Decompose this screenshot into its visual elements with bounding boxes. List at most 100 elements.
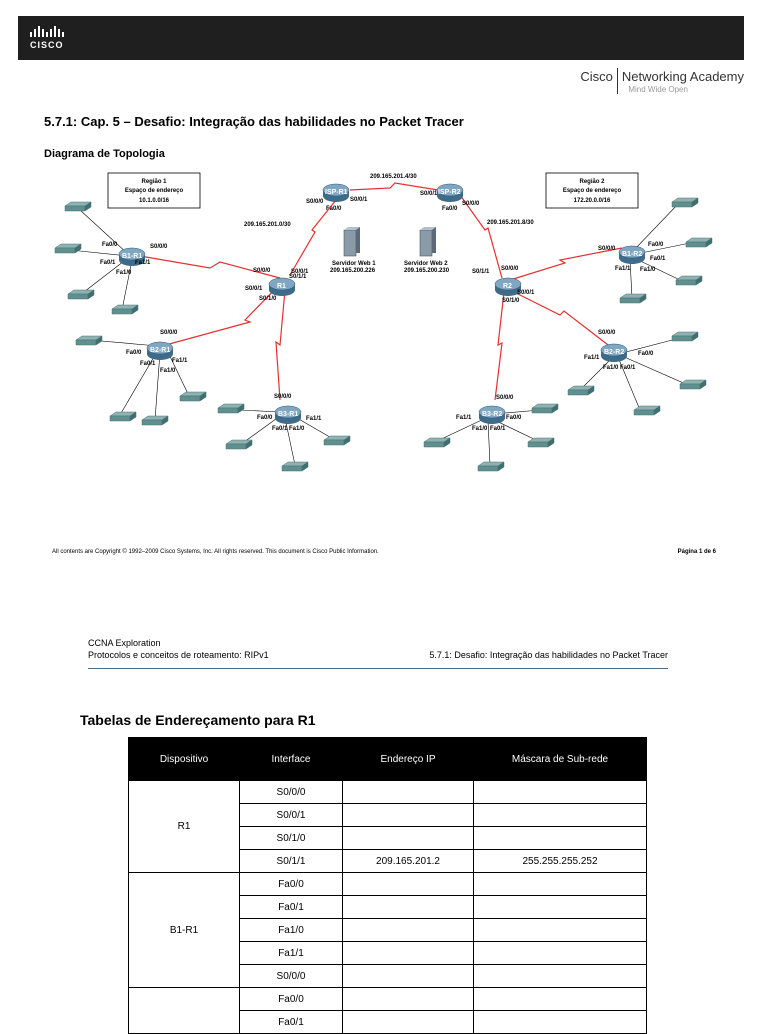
interface-cell: Fa1/0 xyxy=(239,918,343,942)
column-header-device: Dispositivo xyxy=(128,737,240,781)
svg-text:S0/0/0: S0/0/0 xyxy=(160,330,178,336)
subnet-mask-cell xyxy=(473,964,647,988)
ip-address-cell xyxy=(342,826,474,850)
interface-cell: S0/0/0 xyxy=(239,964,343,988)
svg-text:Fa0/0: Fa0/0 xyxy=(126,350,142,356)
svg-text:S0/0/0: S0/0/0 xyxy=(496,395,514,401)
svg-text:Fa0/0: Fa0/0 xyxy=(648,242,664,248)
svg-text:S0/0/0: S0/0/0 xyxy=(501,266,519,272)
topology-diagram: ISP-R1 ISP-R2 R1 R2 B1-R1 B2-R1 B3-R1 B1… xyxy=(54,172,713,472)
svg-text:S0/0/0: S0/0/0 xyxy=(150,244,168,250)
router-r1: R1 xyxy=(268,277,296,297)
copyright-notice: All contents are Copyright © 1992–2009 C… xyxy=(52,549,379,555)
svg-text:Fa1/0: Fa1/0 xyxy=(160,368,176,374)
router-label: R1 xyxy=(277,283,286,290)
ip-address-cell xyxy=(342,1010,474,1034)
svg-text:10.1.0.0/16: 10.1.0.0/16 xyxy=(139,198,170,204)
svg-text:Região 2: Região 2 xyxy=(579,179,605,185)
svg-text:Fa1/0: Fa1/0 xyxy=(640,267,656,273)
svg-text:Fa1/1: Fa1/1 xyxy=(135,260,151,266)
router-b2-r1: B2-R1 xyxy=(146,341,174,361)
ip-address-cell xyxy=(342,987,474,1011)
subnet-mask-cell: 255.255.255.252 xyxy=(473,849,647,873)
subnet-mask-cell xyxy=(473,895,647,919)
web-server-2-name: Servidor Web 2 xyxy=(404,261,448,267)
router-isp-r1: ISP-R1 xyxy=(322,183,350,203)
router-b3-r1: B3-R1 xyxy=(274,405,302,425)
ip-address-cell: 209.165.201.2 xyxy=(342,849,474,873)
svg-text:Espaço de endereço: Espaço de endereço xyxy=(125,188,184,194)
r1-isp-network: 209.165.201.0/30 xyxy=(244,222,291,228)
routers: ISP-R1 ISP-R2 R1 R2 B1-R1 B2-R1 B3-R1 B1… xyxy=(118,183,646,425)
svg-text:Fa0/1: Fa0/1 xyxy=(140,361,156,367)
table-row: S0/0/0 xyxy=(129,964,647,988)
addressing-table: Dispositivo Interface Endereço IP Máscar… xyxy=(128,737,647,1034)
interface-cell: S0/1/1 xyxy=(239,849,343,873)
subnet-mask-cell xyxy=(473,941,647,965)
device-cell: B1-R1 xyxy=(128,872,240,988)
svg-text:Fa1/1: Fa1/1 xyxy=(456,415,472,421)
svg-text:S0/0/0: S0/0/0 xyxy=(253,268,271,274)
svg-text:S0/0/0: S0/0/0 xyxy=(306,199,324,205)
router-label: B1-R1 xyxy=(122,253,142,260)
svg-text:Região 1: Região 1 xyxy=(141,179,167,185)
course-name: CCNA Exploration xyxy=(88,638,161,648)
router-b1-r2: B1-R2 xyxy=(618,245,646,265)
wan-links xyxy=(139,182,623,401)
svg-text:Fa1/0: Fa1/0 xyxy=(472,426,488,432)
document-title: 5.7.1: Cap. 5 – Desafio: Integração das … xyxy=(44,114,464,129)
tables-title: Tabelas de Endereçamento para R1 xyxy=(80,712,316,728)
router-label: B3-R1 xyxy=(278,411,298,418)
router-label: ISP-R1 xyxy=(325,189,348,196)
academy-brand: Cisco xyxy=(580,69,613,84)
svg-text:S0/0/1: S0/0/1 xyxy=(245,286,263,292)
web-server-1-name: Servidor Web 1 xyxy=(332,261,376,267)
svg-text:S0/0/1: S0/0/1 xyxy=(420,191,438,197)
svg-text:Espaço de endereço: Espaço de endereço xyxy=(563,188,622,194)
svg-text:S0/0/1: S0/0/1 xyxy=(350,197,368,203)
svg-text:Fa0/1: Fa0/1 xyxy=(490,426,506,432)
svg-text:Fa1/0: Fa1/0 xyxy=(116,270,132,276)
router-label: B2-R2 xyxy=(604,349,624,356)
router-label: R2 xyxy=(503,283,512,290)
router-b2-r2: B2-R2 xyxy=(600,343,628,363)
web-server-2-ip: 209.165.200.230 xyxy=(404,268,450,274)
svg-text:Fa0/0: Fa0/0 xyxy=(257,415,273,421)
router-label: B2-R1 xyxy=(150,347,170,354)
svg-text:S0/0/0: S0/0/0 xyxy=(462,201,480,207)
network-labels: 209.165.201.4/30 209.165.201.0/30 209.16… xyxy=(244,174,534,274)
svg-text:Fa1/1: Fa1/1 xyxy=(172,358,188,364)
svg-text:Fa1/0: Fa1/0 xyxy=(289,426,305,432)
svg-text:Fa0/0: Fa0/0 xyxy=(638,351,654,357)
router-b3-r2: B3-R2 xyxy=(478,405,506,425)
subnet-mask-cell xyxy=(473,872,647,896)
column-header-interface: Interface xyxy=(239,737,343,781)
module-name: Protocolos e conceitos de roteamento: RI… xyxy=(88,650,269,660)
region-2-box: Região 2 Espaço de endereço 172.20.0.0/1… xyxy=(545,172,639,209)
interface-cell: Fa0/0 xyxy=(239,987,343,1011)
interface-cell: S0/0/0 xyxy=(239,780,343,804)
svg-text:Fa0/0: Fa0/0 xyxy=(506,415,522,421)
cisco-bridge-icon xyxy=(30,26,64,37)
svg-text:S0/0/0: S0/0/0 xyxy=(274,394,292,400)
subnet-mask-cell xyxy=(473,826,647,850)
router-label: ISP-R2 xyxy=(438,189,461,196)
interface-cell: S0/1/0 xyxy=(239,826,343,850)
svg-text:S0/1/0: S0/1/0 xyxy=(259,296,277,302)
svg-text:Fa0/1: Fa0/1 xyxy=(650,256,666,262)
svg-text:Fa0/1: Fa0/1 xyxy=(272,426,288,432)
router-label: B1-R2 xyxy=(622,251,642,258)
ip-address-cell xyxy=(342,964,474,988)
ip-address-cell xyxy=(342,895,474,919)
table-header-row: Dispositivo Interface Endereço IP Máscar… xyxy=(128,737,647,781)
web-server-1-ip: 209.165.200.226 xyxy=(330,268,376,274)
svg-text:S0/0/0: S0/0/0 xyxy=(598,246,616,252)
svg-text:Fa0/0: Fa0/0 xyxy=(442,206,458,212)
svg-text:S0/0/1: S0/0/1 xyxy=(291,269,309,275)
cisco-logo: CISCO xyxy=(26,25,82,53)
svg-text:S0/1/0: S0/1/0 xyxy=(502,298,520,304)
ip-address-cell xyxy=(342,918,474,942)
